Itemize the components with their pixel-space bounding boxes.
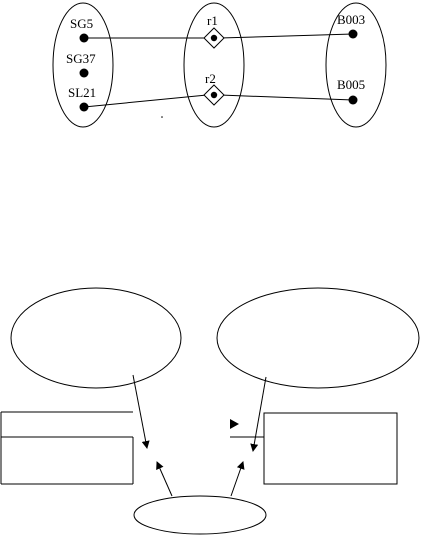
- entity-label-sg37: SG37: [66, 51, 96, 66]
- stray-mark: [161, 116, 163, 118]
- relationship-label-r2: r2: [205, 71, 216, 86]
- entity-dot-b005: [348, 95, 358, 105]
- link-r1-b003: [219, 33, 354, 39]
- top-diagram: SG5 SG37 SL21 r1 r2 B003 B005: [52, 2, 387, 128]
- entity-dot-sg37: [79, 68, 89, 78]
- entity-dot-sg5: [79, 33, 89, 43]
- relationship-label-r1: r1: [207, 13, 218, 28]
- arrow-left-ellipse-down: [132, 374, 150, 449]
- right-set-ellipse: [325, 2, 387, 128]
- arrow-right-ellipse-down: [250, 376, 267, 452]
- small-pointer-mark: [230, 419, 239, 429]
- entity-label-b005: B005: [337, 77, 365, 92]
- relationship-r1-diamond: [203, 27, 225, 49]
- left-set-ellipse: [52, 2, 114, 128]
- relationship-set-ellipse: [183, 2, 245, 128]
- arrow-bottom-ellipse-up-right: [230, 461, 245, 497]
- entity-label-sl21: SL21: [68, 85, 96, 100]
- upper-right-ellipse: [216, 287, 420, 389]
- entity-dot-sl21: [79, 102, 89, 112]
- link-r2-b005: [219, 94, 354, 101]
- bottom-diagram: [0, 287, 420, 535]
- entity-label-b003: B003: [337, 12, 365, 27]
- left-table-box: [0, 411, 134, 485]
- upper-left-ellipse: [10, 287, 182, 389]
- entity-label-sg5: SG5: [70, 16, 93, 31]
- link-sl21-r2: [83, 94, 208, 108]
- arrow-bottom-ellipse-up-left: [156, 461, 173, 497]
- entity-dot-b003: [348, 29, 358, 39]
- relationship-r2-diamond: [203, 84, 225, 106]
- right-table-box: [230, 412, 398, 485]
- bottom-ellipse: [133, 495, 267, 535]
